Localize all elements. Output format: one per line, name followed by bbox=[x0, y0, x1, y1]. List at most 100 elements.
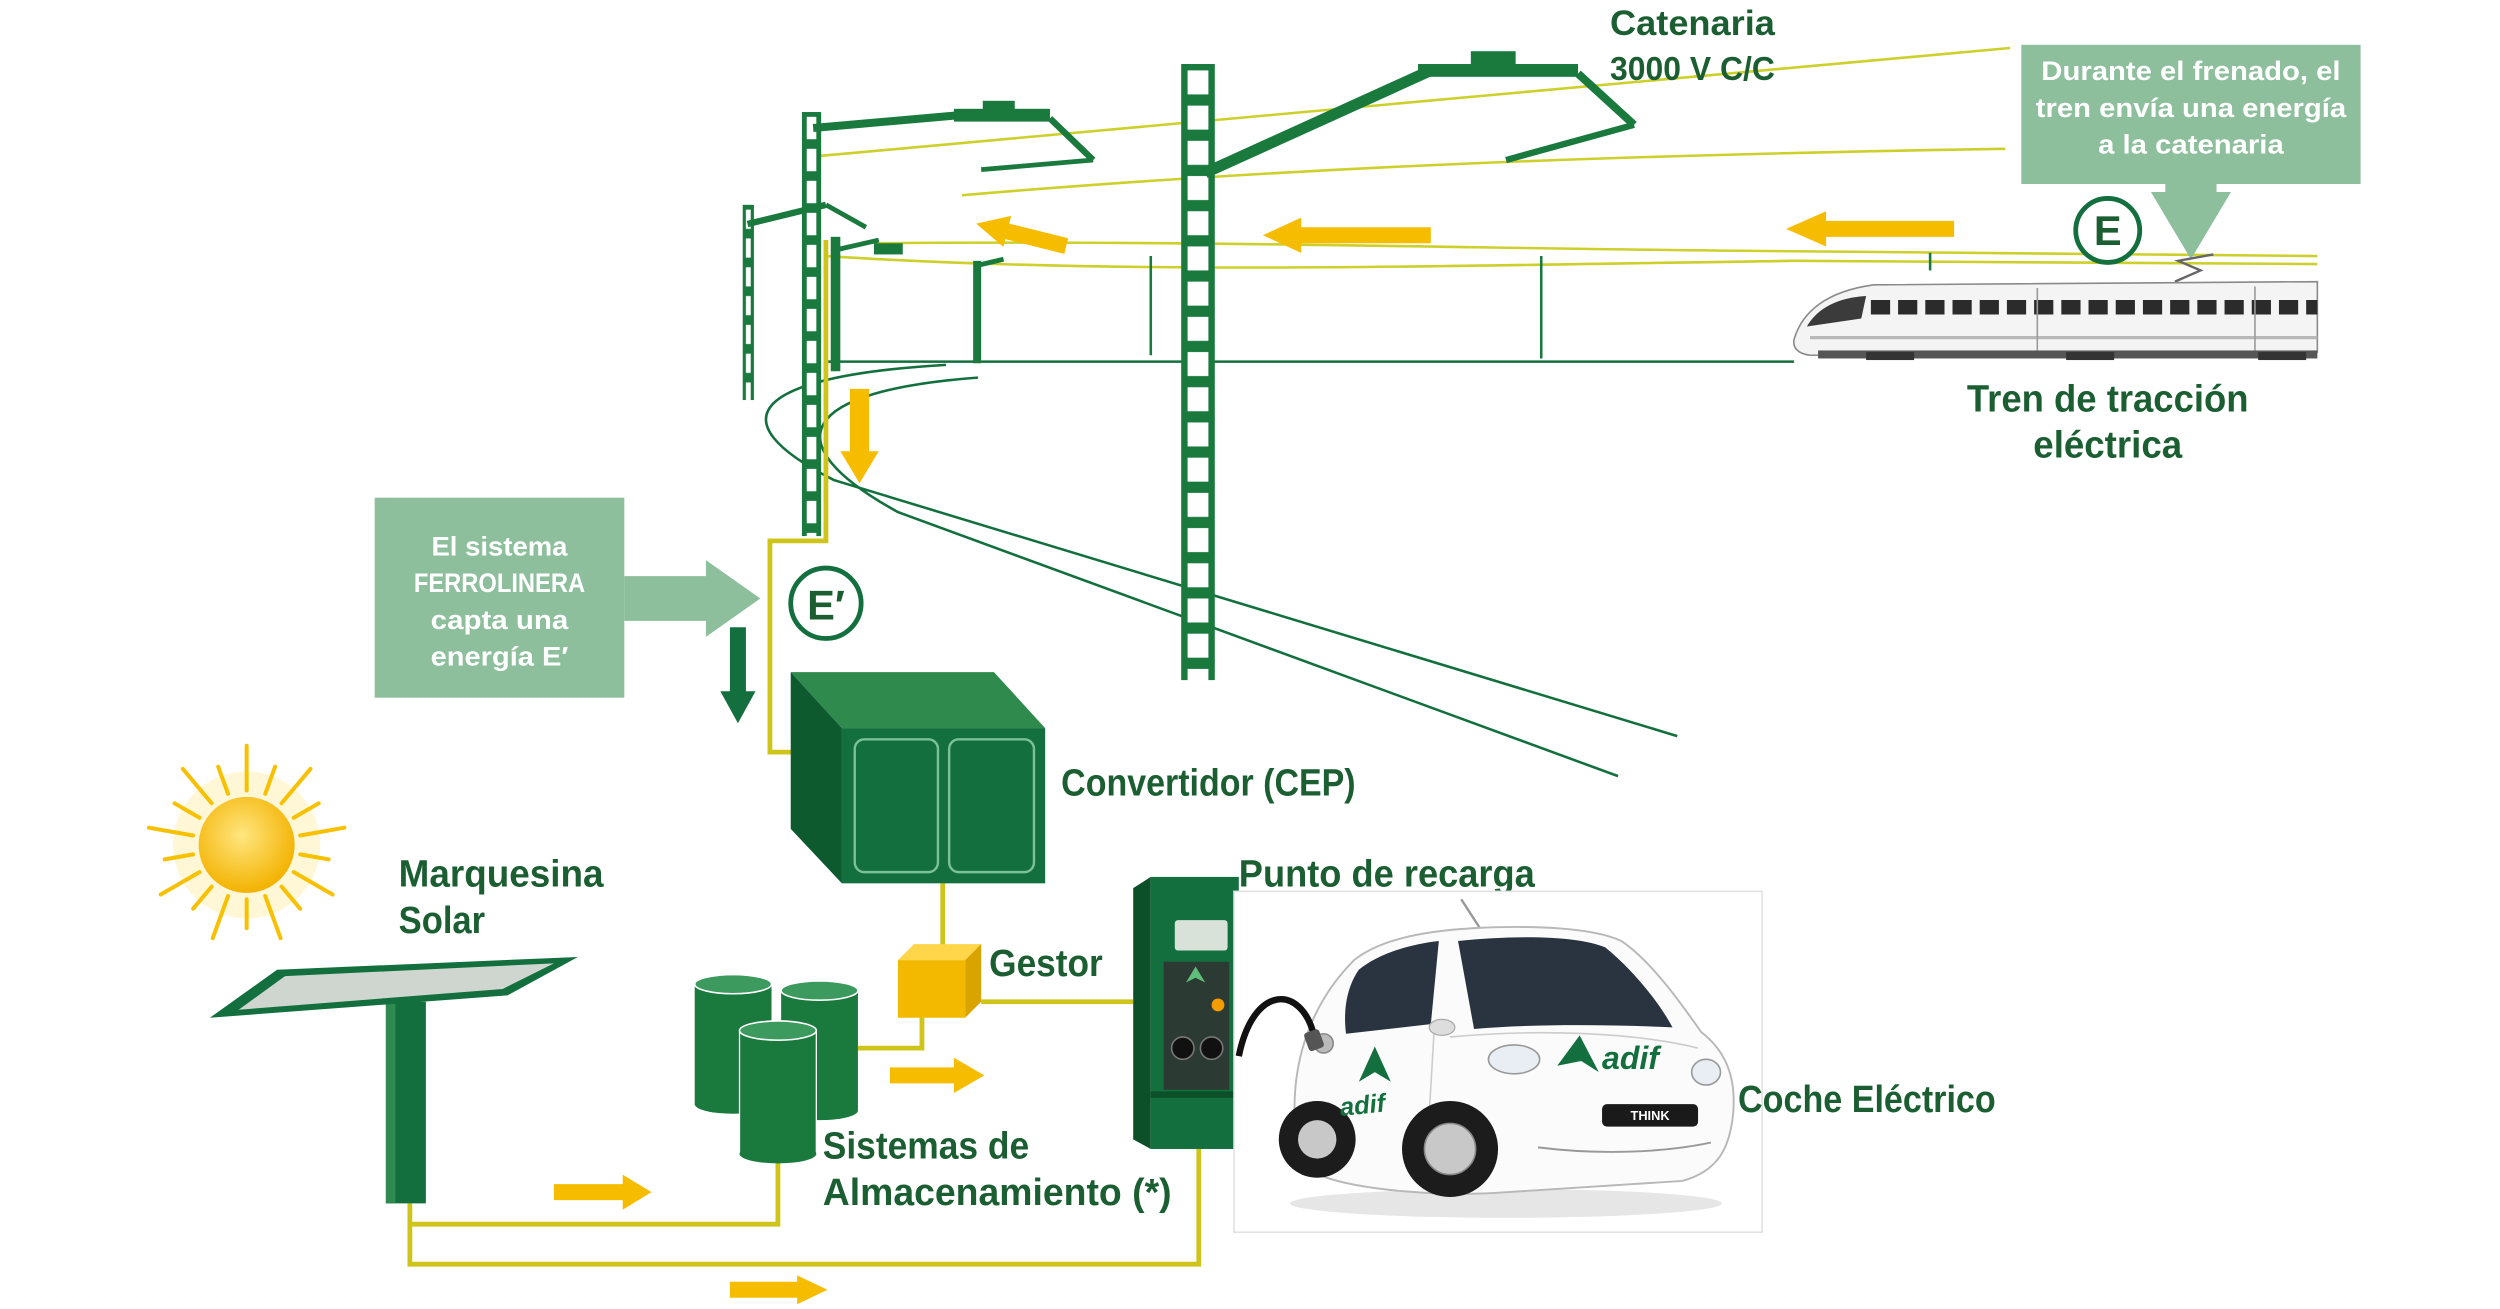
mast-center-crossarm bbox=[1418, 64, 1579, 77]
charger-socket-icon bbox=[1170, 1036, 1195, 1061]
rail-inner bbox=[818, 376, 1619, 778]
sun-ray bbox=[180, 766, 214, 806]
electric-car-picture: THINK adif adif bbox=[1233, 890, 1763, 1233]
storage-systems bbox=[693, 973, 859, 1164]
sun-ray bbox=[263, 894, 283, 941]
sun-ray bbox=[158, 870, 202, 897]
train-windshield bbox=[1806, 296, 1867, 327]
sun-ray bbox=[210, 894, 231, 941]
car-side-mirror bbox=[1428, 1018, 1456, 1036]
storage-cylinder bbox=[693, 973, 773, 1114]
sun-rays bbox=[146, 743, 347, 941]
cylinder-top bbox=[738, 1020, 818, 1041]
adif-logo-side: adif bbox=[1338, 1089, 1389, 1122]
storage-label: Almacenamiento (*) bbox=[823, 1171, 1172, 1214]
car-shadow bbox=[1290, 1188, 1723, 1218]
energy-flow-arrow-down bbox=[840, 388, 879, 484]
solar-to-storage-line bbox=[407, 1155, 781, 1227]
catenary-masts bbox=[742, 51, 1637, 681]
car-antenna bbox=[1460, 898, 1484, 932]
charging-cable bbox=[1235, 996, 1318, 1057]
energy-letter: E′ bbox=[807, 581, 845, 628]
car-model-logo: THINK bbox=[1631, 1108, 1671, 1123]
ferrolinera-note-arrow bbox=[624, 560, 761, 637]
sun-icon bbox=[146, 743, 347, 941]
energy-circle bbox=[2073, 196, 2143, 265]
manager-front-face bbox=[897, 960, 966, 1018]
charger-socket-icon bbox=[1199, 1036, 1224, 1061]
energy-flow-arrow-left bbox=[1786, 211, 1955, 247]
charging-point-label: Punto de recarga bbox=[1239, 853, 1536, 896]
sun-ray bbox=[216, 764, 231, 796]
sun-ray bbox=[298, 852, 331, 862]
ferrolinera-note-line: capta una bbox=[431, 604, 570, 635]
energy-flow-arrow-right bbox=[729, 1275, 828, 1305]
mast-left-diagonal bbox=[1047, 116, 1096, 163]
sun-ray bbox=[191, 884, 214, 911]
train-body bbox=[1792, 280, 2319, 357]
energy-letter: E bbox=[2094, 207, 2122, 254]
converter-side-face bbox=[790, 672, 842, 884]
pole-small-clamp bbox=[873, 243, 903, 255]
converter-front-face bbox=[841, 728, 1046, 884]
sun-ray bbox=[263, 764, 278, 796]
sun-ray bbox=[146, 825, 196, 838]
braking-note: Durante el frenado, el tren envía una en… bbox=[2021, 44, 2361, 260]
mast-center-diagonal bbox=[1575, 70, 1637, 128]
train-bogie bbox=[2258, 352, 2307, 361]
car-air-intake bbox=[1537, 1141, 1712, 1153]
manager-top-face bbox=[897, 944, 982, 961]
manager-side-face bbox=[965, 944, 982, 1018]
charger-indicator-icon bbox=[1211, 998, 1225, 1012]
pole-small-arm bbox=[836, 237, 880, 252]
ferrolinera-note-line: energía E′ bbox=[431, 641, 569, 672]
mast-left-crossarm bbox=[953, 108, 1050, 122]
braking-note-line: tren envía una energía bbox=[2036, 92, 2347, 123]
energy-flow-arrow-right bbox=[553, 1174, 652, 1210]
braking-note-arrow bbox=[2150, 182, 2231, 260]
electric-train bbox=[1792, 253, 2319, 361]
mast-center bbox=[1181, 64, 1215, 681]
sun-ray bbox=[172, 801, 202, 820]
ferrolinera-note-prefix: energía bbox=[431, 641, 542, 672]
ferrolinera-note-line: El sistema bbox=[431, 530, 568, 561]
manager-label: Gestor bbox=[989, 942, 1103, 985]
energy-symbol-train: E bbox=[2073, 196, 2143, 265]
adif-logo-front: adif bbox=[1602, 1040, 1662, 1076]
solar-canopy-pole-highlight bbox=[385, 1001, 396, 1204]
solar-to-charger-line bbox=[407, 1148, 1202, 1267]
power-connections bbox=[407, 240, 1202, 1267]
solar-label: Solar bbox=[399, 899, 485, 942]
sun-ray bbox=[291, 801, 321, 820]
sun-ray bbox=[279, 766, 313, 806]
mast-left bbox=[801, 112, 822, 537]
sun-ray bbox=[279, 884, 303, 911]
mast-center-arm bbox=[1202, 65, 1434, 178]
sun-ray bbox=[291, 870, 335, 897]
charger-side-face bbox=[1133, 876, 1151, 1149]
braking-note-line: a la catenaria bbox=[2098, 129, 2285, 160]
energy-circle bbox=[788, 565, 864, 641]
storage-label: Sistemas de bbox=[823, 1125, 1029, 1168]
pole-near-arm bbox=[975, 256, 1005, 268]
mast-thin bbox=[742, 204, 754, 401]
mast-left-steady-arm bbox=[980, 157, 1094, 173]
ferrolinera-note-box bbox=[374, 497, 625, 698]
solar-canopy bbox=[209, 956, 578, 1204]
car-headlight bbox=[1690, 1058, 1722, 1086]
storage-to-manager-line bbox=[857, 1017, 925, 1051]
energy-flow-arrow-left bbox=[976, 215, 1069, 254]
cylinder-top bbox=[780, 980, 859, 1001]
contact-wire bbox=[825, 254, 2318, 269]
solar-panel-surface bbox=[238, 963, 554, 1010]
energy-manager bbox=[897, 944, 982, 1018]
energy-symbol-captured: E′ bbox=[788, 565, 864, 641]
messenger-wire-middle bbox=[961, 147, 2006, 197]
energy-flow-arrow-left bbox=[1262, 217, 1431, 253]
charger-ledge bbox=[1150, 1091, 1239, 1098]
cylinder-body bbox=[738, 1029, 817, 1155]
mast-left-insulator bbox=[982, 100, 1015, 113]
converter-label: Convertidor (CEP) bbox=[1061, 761, 1355, 804]
ferrolinera-note-symbol: E′ bbox=[542, 641, 569, 672]
